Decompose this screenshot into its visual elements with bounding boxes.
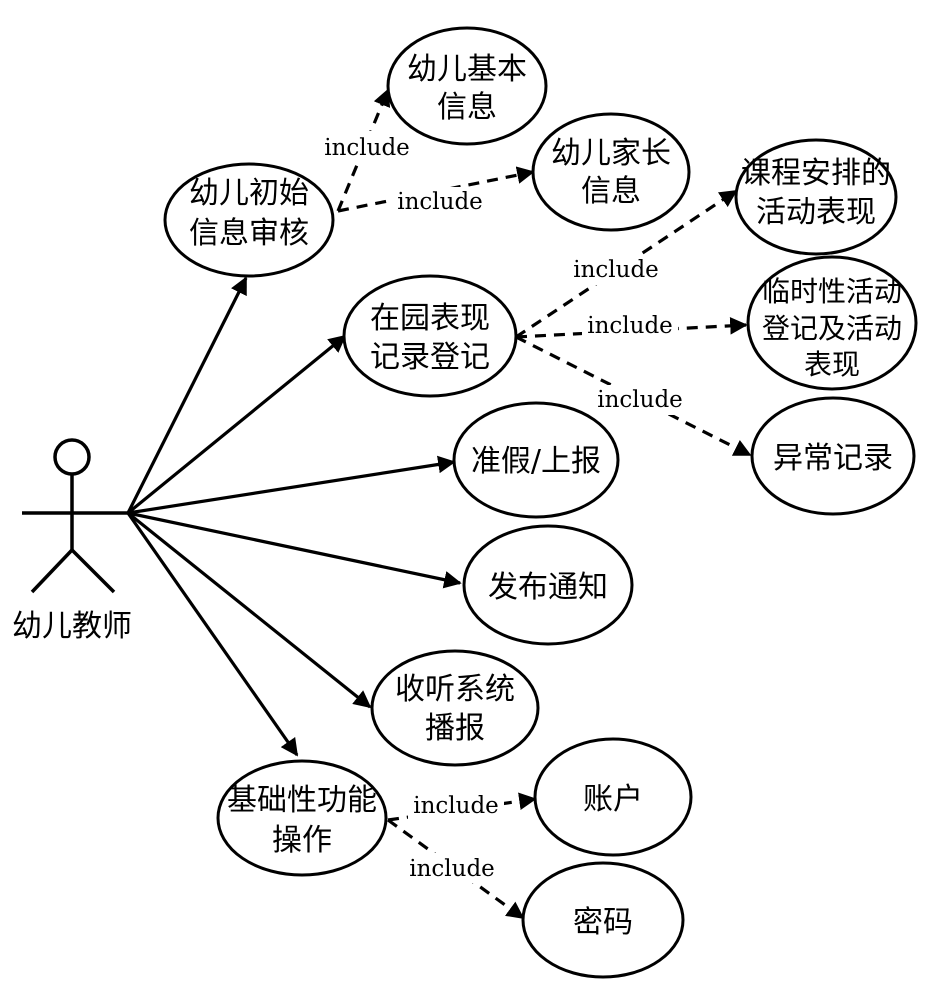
include-line-abnormal-record	[515, 335, 752, 457]
use-case-basic-operations: 基础性功能 操作	[216, 759, 388, 877]
use-case-listen-broadcast: 收听系统 播报	[370, 649, 540, 767]
use-case-label-line: 课程安排的	[741, 156, 891, 191]
use-case-account: 账户	[533, 737, 693, 857]
include-label-abnormal-record: include	[597, 387, 683, 413]
use-case-temp-activity: 临时性活动 登记及活动 表现	[746, 255, 918, 391]
use-case-label-line: 活动表现	[756, 195, 876, 230]
actor-right-leg	[70, 548, 116, 594]
include-labels: include include include include include …	[320, 131, 688, 883]
use-case-label-line: 发布通知	[488, 570, 608, 605]
use-case-label-line: 临时性活动	[762, 275, 902, 308]
use-case-label-line: 幼儿家长	[551, 136, 671, 171]
use-case-label-line: 密码	[573, 905, 633, 940]
use-case-label-line: 信息审核	[189, 216, 309, 251]
use-case-leave-report: 准假/上报	[452, 401, 620, 519]
actor-name: 幼儿教师	[12, 609, 132, 644]
use-case-abnormal-record: 异常记录	[750, 396, 916, 516]
use-case-course-activity: 课程安排的 活动表现	[734, 138, 898, 256]
use-case-publish-notice: 发布通知	[462, 524, 634, 646]
association-basic-operations	[126, 512, 299, 757]
use-case-label-line: 准假/上报	[471, 444, 601, 479]
use-case-label-line: 异常记录	[773, 441, 893, 476]
use-case-label-line: 账户	[583, 782, 643, 817]
use-case-label-line: 表现	[804, 348, 860, 381]
use-case-label-line: 播报	[425, 711, 485, 746]
association-lines	[126, 276, 462, 757]
actor-teacher: 幼儿教师	[12, 438, 132, 644]
use-case-parent-info: 幼儿家长 信息	[531, 112, 691, 232]
include-line-course-activity	[515, 189, 738, 339]
use-case-password: 密码	[521, 861, 685, 979]
actor-head	[53, 438, 91, 476]
actor-left-leg	[30, 548, 74, 594]
include-label-account: include	[413, 793, 499, 819]
use-case-label-line: 信息	[437, 90, 497, 125]
use-case-performance-record: 在园表现 记录登记	[342, 274, 518, 398]
include-label-parent-info: include	[397, 189, 483, 215]
use-case-label-line: 登记及活动	[762, 312, 902, 345]
include-label-password: include	[409, 856, 495, 882]
include-label-child-basic-info: include	[324, 135, 410, 161]
use-case-child-basic-info: 幼儿基本 信息	[386, 26, 548, 146]
association-leave-report	[127, 455, 456, 515]
use-case-label-line: 幼儿基本	[407, 52, 527, 87]
use-case-label-line: 在园表现	[370, 301, 490, 336]
association-publish-notice	[127, 511, 462, 589]
use-case-label-line: 操作	[272, 823, 332, 858]
use-case-initial-info-review: 幼儿初始 信息审核	[163, 162, 335, 278]
use-case-label-line: 幼儿初始	[189, 176, 309, 211]
use-case-label-line: 信息	[581, 174, 641, 209]
include-label-course-activity: include	[573, 257, 659, 283]
include-label-temp-activity: include	[587, 313, 673, 339]
association-listen-broadcast	[126, 511, 372, 709]
association-initial-info-review	[126, 276, 248, 514]
use-case-label-line: 收听系统	[395, 672, 515, 707]
use-case-label-line: 基础性功能	[227, 783, 377, 818]
use-case-label-line: 记录登记	[370, 340, 490, 375]
association-performance-record	[126, 334, 347, 515]
